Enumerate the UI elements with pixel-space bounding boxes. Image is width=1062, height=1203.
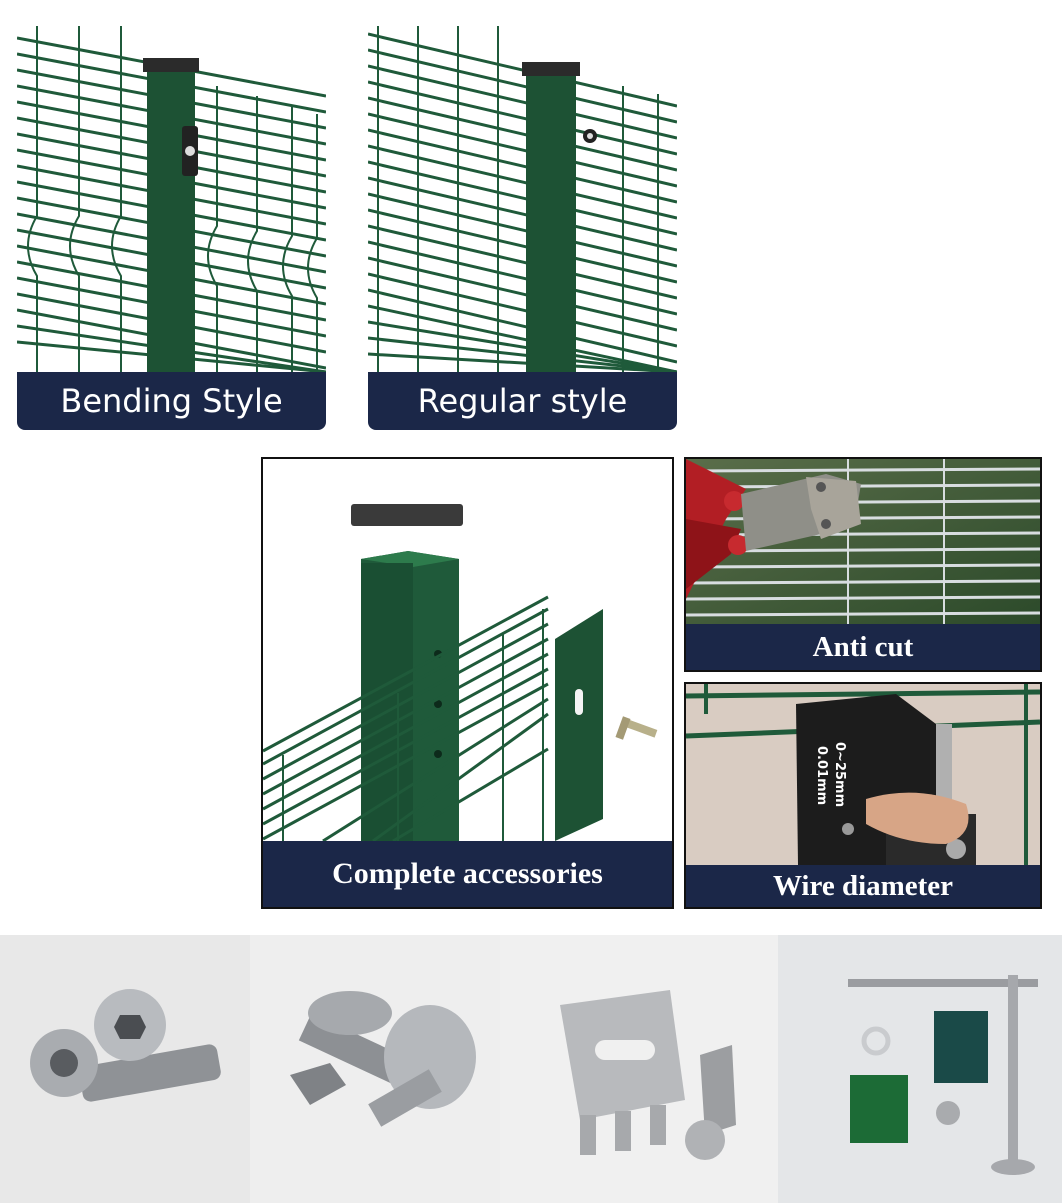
bending-fence-image	[17, 26, 326, 372]
bolt-cutter-image	[686, 459, 1040, 624]
anti-cut-card: Anti cut	[684, 457, 1042, 672]
wire-diameter-caption: Wire diameter	[686, 865, 1040, 907]
hardware-strip	[0, 935, 1062, 1203]
clamp-bracket-photo	[500, 935, 778, 1203]
caliper-marking-2: 0.01mm	[814, 746, 829, 805]
caliper-marking-1: 0~25mm	[832, 742, 847, 807]
regular-style-caption: Regular style	[368, 372, 677, 430]
caliper-image: 0~25mm 0.01mm	[686, 684, 1040, 865]
bending-style-caption: Bending Style	[17, 372, 326, 430]
post-assembly-image	[263, 459, 672, 841]
regular-style-card: Regular style	[368, 26, 677, 430]
carriage-bolt-photo	[250, 935, 500, 1203]
accessories-caption: Complete accessories	[263, 841, 672, 907]
security-screw-photo	[0, 935, 250, 1203]
regular-fence-image	[368, 26, 677, 372]
wire-diameter-card: 0~25mm 0.01mm Wire diameter	[684, 682, 1042, 909]
bolt-and-clips-photo	[778, 935, 1062, 1203]
accessories-card: Complete accessories	[261, 457, 674, 909]
anti-cut-caption: Anti cut	[686, 624, 1040, 670]
bending-style-card: Bending Style	[17, 26, 326, 430]
